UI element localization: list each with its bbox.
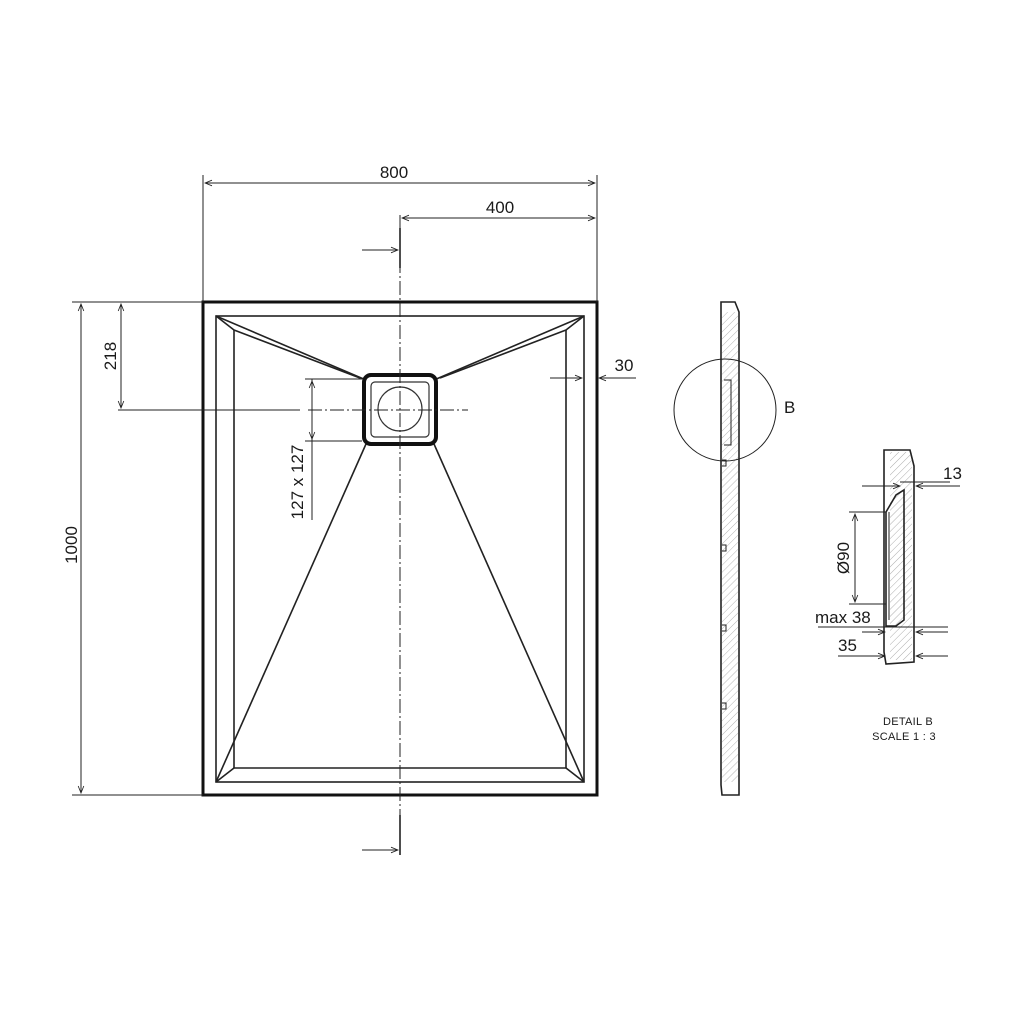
- section-marker-top: [362, 228, 401, 268]
- dim-drain-size-label: 127 x 127: [288, 445, 307, 520]
- detail-b: 13 Ø90 max 38 35 DETAIL B SCALE 1 : 3: [815, 449, 962, 743]
- dim-rim: 30: [550, 356, 636, 378]
- side-section: B: [673, 301, 795, 796]
- slope-lines: [215, 315, 585, 783]
- dim-drain-offset-label: 218: [101, 342, 120, 370]
- detail-b-callout-circle: [673, 358, 777, 462]
- dim-rim-label: 30: [615, 356, 634, 375]
- dim-half-width-label: 400: [486, 198, 514, 217]
- dim-width: 800: [202, 163, 598, 302]
- dim-rim-thickness-label: 13: [943, 464, 962, 483]
- detail-marker-label: B: [784, 398, 795, 417]
- dim-drain-size: 127 x 127: [288, 378, 362, 520]
- plan-view: [201, 215, 599, 855]
- dim-length: 1000: [62, 301, 203, 796]
- section-marker-bottom: [362, 815, 401, 855]
- dim-half-width: 400: [402, 198, 595, 218]
- dim-width-label: 800: [380, 163, 408, 182]
- detail-scale: SCALE 1 : 3: [872, 731, 936, 743]
- dim-max-height-label: max 38: [815, 608, 871, 627]
- dim-height-label: 35: [838, 636, 857, 655]
- detail-title: DETAIL B: [883, 716, 933, 728]
- dim-drain-offset: 218: [101, 304, 300, 411]
- dim-length-label: 1000: [62, 526, 81, 564]
- dim-outlet-diameter-label: Ø90: [834, 542, 853, 574]
